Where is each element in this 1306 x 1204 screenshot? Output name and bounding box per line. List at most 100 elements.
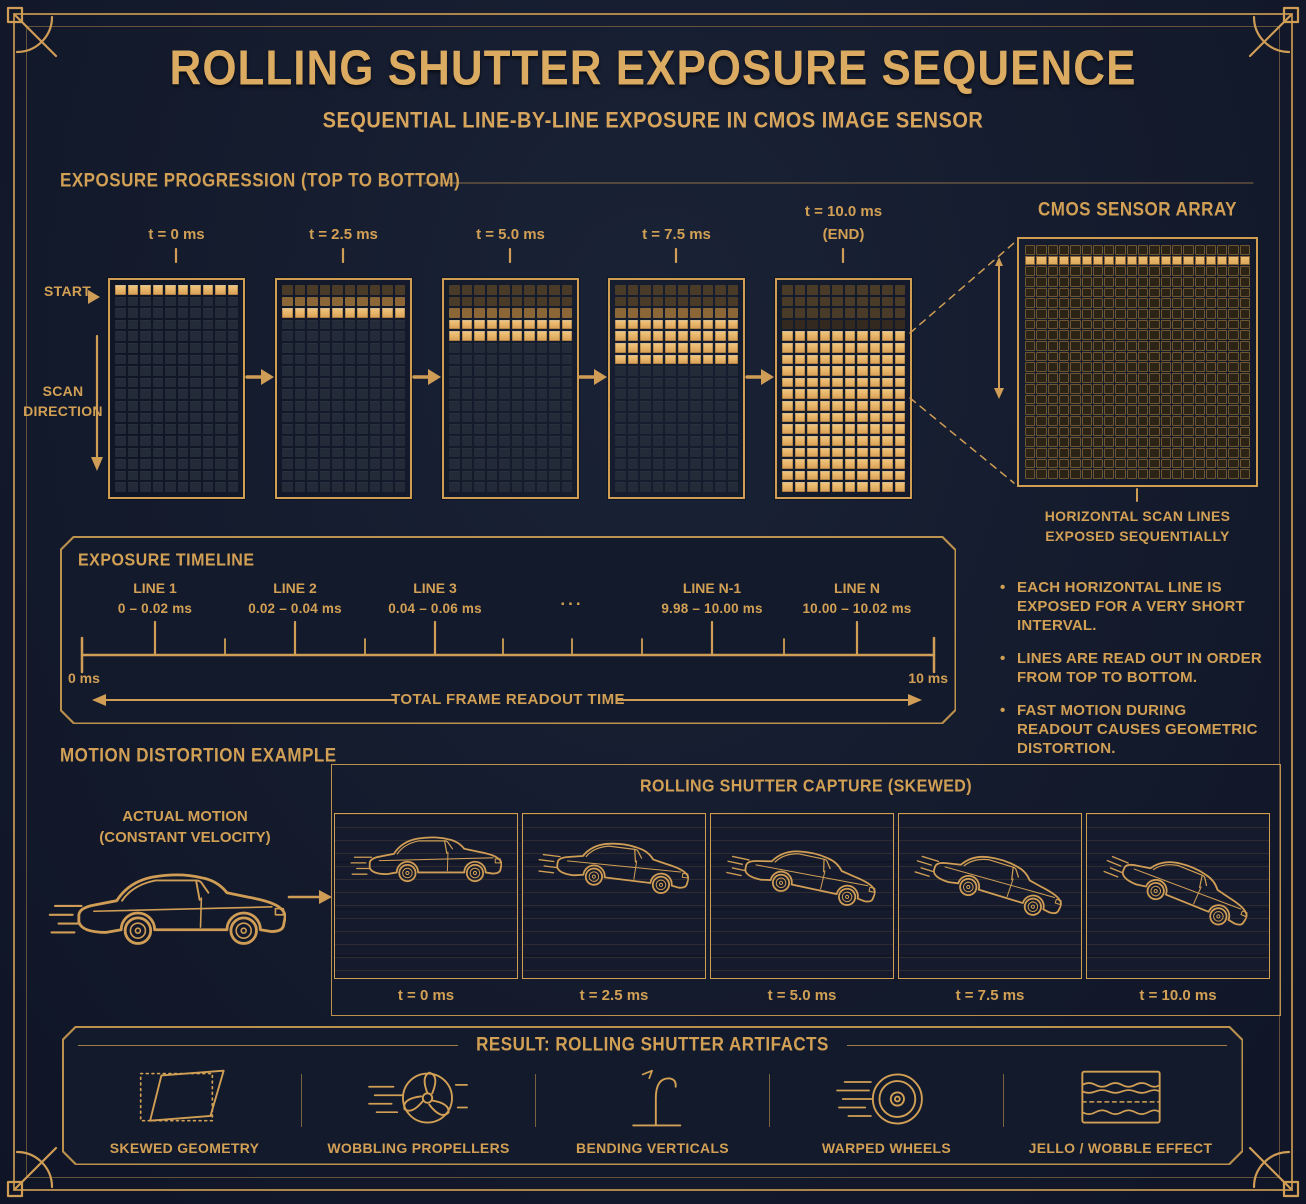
sensor-grid-t10 — [775, 278, 912, 499]
sensor-cell — [127, 285, 138, 295]
cmos-cell — [1171, 437, 1183, 447]
sensor-cell — [140, 470, 151, 481]
skewed-car — [911, 835, 1070, 924]
cmos-cell — [1126, 287, 1137, 298]
artifact-bending-verticals: BENDING VERTICALS — [536, 1062, 769, 1157]
sensor-cell — [652, 319, 663, 330]
cmos-cell — [1149, 277, 1160, 287]
sensor-cell — [369, 377, 380, 388]
cmos-cell — [1138, 309, 1149, 319]
cmos-cell — [1025, 415, 1036, 426]
cmos-cell — [1081, 373, 1092, 383]
cmos-cell — [1126, 383, 1137, 394]
sensor-cell — [344, 459, 355, 469]
sensor-cell — [882, 319, 893, 330]
cmos-cell — [1025, 319, 1036, 330]
sensor-cell — [894, 459, 905, 469]
cmos-cell — [1239, 309, 1250, 319]
sensor-cell — [615, 389, 626, 400]
sensor-cell — [474, 319, 485, 330]
sensor-cell — [190, 331, 201, 342]
sensor-cell — [844, 424, 855, 434]
cmos-cell — [1126, 437, 1137, 447]
sensor-cell — [702, 459, 713, 469]
sensor-cell — [727, 459, 738, 469]
sensor-cell — [882, 424, 893, 434]
sensor-cell — [511, 331, 522, 342]
cmos-cell — [1171, 245, 1183, 255]
sensor-cell — [357, 377, 368, 388]
sensor-cell — [524, 308, 535, 318]
sensor-cell — [382, 331, 393, 342]
sensor-cell — [332, 412, 343, 423]
sensor-cell — [449, 412, 460, 423]
cmos-cell — [1070, 458, 1081, 469]
sensor-cell — [382, 389, 393, 400]
sensor-cell — [807, 366, 818, 376]
sensor-cell — [665, 435, 676, 446]
cmos-cell — [1092, 351, 1104, 362]
cmos-cell — [1194, 426, 1205, 437]
sensor-cell — [844, 308, 855, 318]
sensor-cell — [190, 482, 201, 492]
cmos-cell — [1047, 266, 1058, 277]
sensor-cell — [499, 354, 510, 365]
sensor-cell — [319, 470, 330, 481]
cmos-cell — [1081, 362, 1092, 373]
sensor-cell — [727, 343, 738, 353]
cmos-cell — [1138, 266, 1149, 277]
sensor-cell — [690, 470, 701, 481]
sensor-cell — [152, 389, 163, 400]
sensor-cell — [115, 459, 126, 469]
cmos-cell — [1160, 405, 1171, 415]
sensor-cell — [702, 319, 713, 330]
sensor-cell — [727, 319, 738, 330]
sensor-cell — [394, 424, 405, 434]
sensor-cell — [702, 424, 713, 434]
cmos-cell — [1092, 266, 1104, 277]
sensor-cell — [449, 389, 460, 400]
sensor-cell — [844, 319, 855, 330]
sensor-cell — [665, 354, 676, 365]
cmos-cell — [1239, 319, 1250, 330]
cmos-cell — [1228, 277, 1239, 287]
cmos-cell — [1104, 287, 1115, 298]
cmos-cell — [1160, 437, 1171, 447]
sensor-cell — [215, 331, 226, 342]
sensor-cell — [449, 285, 460, 295]
sensor-cell — [449, 459, 460, 469]
sensor-cell — [215, 285, 226, 295]
readout-arrows — [92, 694, 922, 706]
cmos-cell — [1104, 298, 1115, 309]
cmos-cell — [1228, 245, 1239, 255]
sensor-cell — [282, 377, 293, 388]
sensor-cell — [615, 331, 626, 342]
sensor-cell — [190, 424, 201, 434]
cmos-cell — [1160, 298, 1171, 309]
cmos-cell — [1115, 394, 1126, 405]
sensor-cell — [640, 319, 651, 330]
sensor-cell — [690, 389, 701, 400]
sensor-cell — [282, 389, 293, 400]
sensor-cell — [561, 389, 572, 400]
sensor-cell — [615, 447, 626, 458]
cmos-cell — [1183, 319, 1194, 330]
sensor-cell — [499, 296, 510, 307]
sensor-cell — [652, 412, 663, 423]
cmos-cell — [1092, 415, 1104, 426]
sensor-cell — [782, 331, 793, 342]
cmos-cell — [1194, 394, 1205, 405]
sensor-cell — [307, 343, 318, 353]
cmos-cell — [1160, 341, 1171, 351]
sensor-cell — [832, 389, 843, 400]
sensor-cell — [549, 296, 560, 307]
sensor-cell — [782, 319, 793, 330]
cmos-cell — [1092, 287, 1104, 298]
sensor-cell — [394, 470, 405, 481]
sensor-cell — [140, 331, 151, 342]
sensor-cell — [794, 331, 805, 342]
sensor-cell — [857, 470, 868, 481]
sensor-cell — [474, 296, 485, 307]
sensor-cell — [832, 424, 843, 434]
sensor-cell — [857, 377, 868, 388]
